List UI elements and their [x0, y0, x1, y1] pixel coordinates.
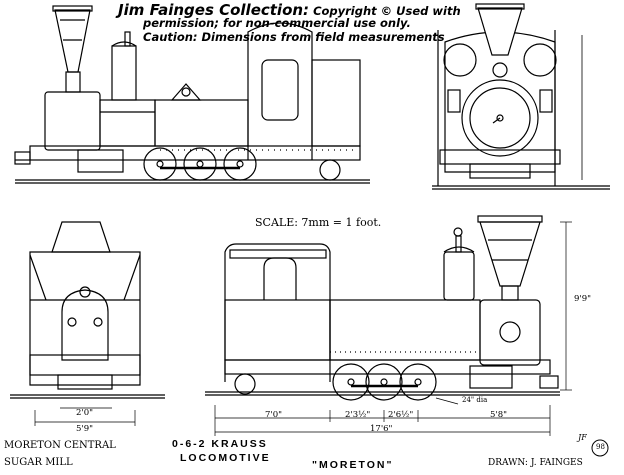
dim-overall-length: 17'6" [370, 424, 393, 434]
copyright-line3: Caution: Dimensions from field measureme… [143, 30, 445, 44]
copyright-line1: Copyright © Used with [309, 4, 461, 18]
loco-name: "MORETON" [312, 459, 394, 471]
drafter-year: 98 [596, 443, 605, 451]
dim-wheel-diameter: 24" dia [462, 396, 488, 404]
copyright-line2: permission; for non-commercial use only. [143, 16, 411, 30]
dim-wheelbase-1: 2'3½" [345, 410, 371, 420]
loco-type-line1: 0-6-2 KRAUSS [172, 438, 268, 450]
dim-rear-overhang: 5'8" [490, 410, 508, 420]
front-end-view [432, 3, 610, 190]
owner-line1: MORETON CENTRAL [4, 440, 116, 451]
owner-line2: SUGAR MILL [4, 457, 73, 468]
dim-wheelbase-2: 2'6½" [388, 410, 414, 420]
drawn-by: DRAWN: J. FAINGES [488, 458, 583, 468]
drafter-initials: JF [578, 433, 587, 442]
dim-front-overhang: 7'0" [265, 410, 283, 420]
scale-note: SCALE: 7mm = 1 foot. [255, 216, 382, 229]
side-elevation-main [205, 215, 572, 436]
side-elevation-top [14, 5, 370, 184]
copyright-title: Jim Fainges Collection: [118, 1, 310, 19]
dim-overall-height: 9'9" [574, 294, 592, 304]
dim-end-width: 5'9" [76, 424, 94, 434]
loco-type-line2: LOCOMOTIVE [180, 452, 271, 464]
rear-end-view [10, 221, 165, 426]
dim-end-inner: 2'0" [76, 408, 94, 418]
